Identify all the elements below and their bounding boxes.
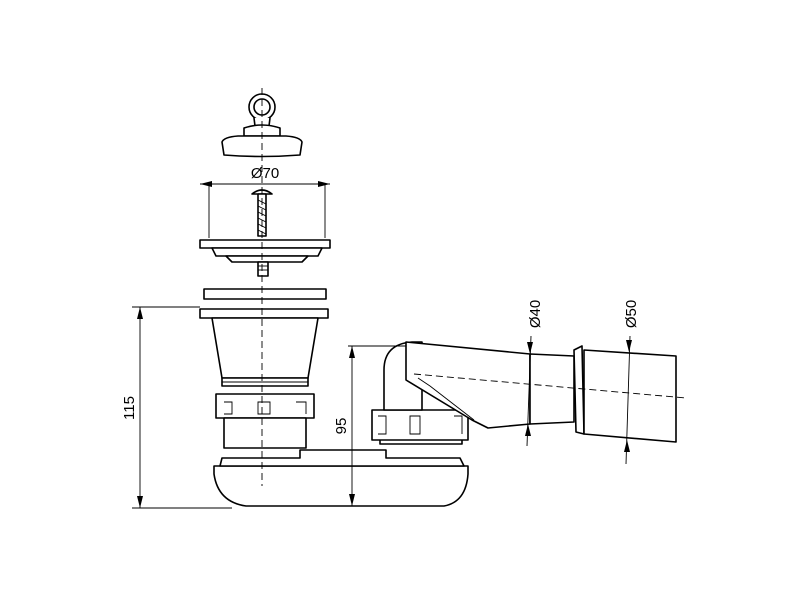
dimension-label-115: 115: [121, 396, 138, 420]
extension-lines: [132, 306, 406, 509]
dimension-grate-diameter: Ø70: [200, 165, 330, 187]
trap-bowl: [213, 465, 469, 507]
gasket: [203, 288, 327, 300]
dimension-label-50: Ø50: [623, 300, 640, 328]
stopper-plug: [221, 93, 303, 158]
dimension-outlet-inner-diameter: Ø40: [525, 300, 544, 447]
center-lines: [261, 88, 687, 486]
grate-with-screw: [199, 184, 331, 277]
dimension-label-70: Ø70: [251, 165, 279, 182]
trap-lid: [219, 449, 465, 467]
dimension-total-height: 115: [121, 307, 143, 508]
dimension-label-40: Ø40: [527, 300, 544, 328]
dimension-trap-height: 95: [333, 346, 355, 506]
outlet-pipe: [405, 341, 677, 443]
dimension-outlet-outer-diameter: Ø50: [623, 300, 640, 465]
drain-body: [199, 308, 329, 449]
riser-union-nut: [371, 341, 469, 445]
dimension-label-95: 95: [333, 418, 350, 435]
